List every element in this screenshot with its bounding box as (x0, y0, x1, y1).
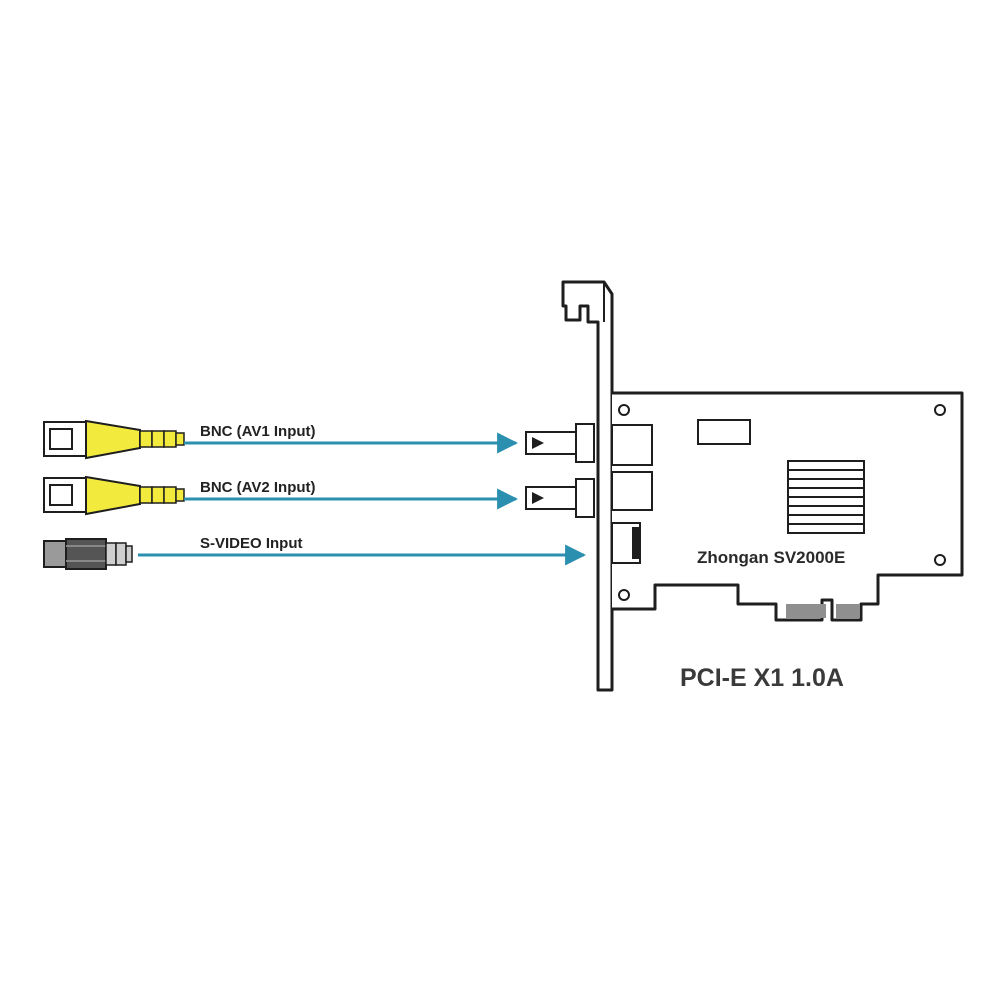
bnc-ring (163, 430, 177, 448)
svideo-plug-cap (43, 540, 67, 568)
mounting-hole (618, 589, 630, 601)
bnc-ring (151, 430, 165, 448)
bnc-av1-label: BNC (AV1 Input) (200, 423, 316, 440)
svideo-cable-end (125, 545, 133, 563)
svideo-label: S-VIDEO Input (200, 535, 303, 552)
svideo-ring (105, 542, 117, 566)
svideo-cable (43, 538, 133, 570)
pcie-contacts-left (786, 604, 826, 618)
mounting-hole (618, 404, 630, 416)
bnc-av1-cable (43, 419, 185, 460)
bnc-jack-1 (525, 423, 595, 463)
bnc-jack-2 (525, 478, 595, 518)
mounting-hole (934, 404, 946, 416)
mounting-hole (934, 554, 946, 566)
svideo-ring (115, 542, 127, 566)
bnc-av2-cable (43, 475, 185, 516)
bnc-yellow-sleeve (85, 419, 141, 460)
svideo-plug-body (65, 538, 107, 570)
bnc-av2-label: BNC (AV2 Input) (200, 479, 316, 496)
bnc-ring (151, 486, 165, 504)
bnc-cable-end (175, 432, 185, 446)
bnc-ring (139, 486, 153, 504)
bus-type-label: PCI-E X1 1.0A (680, 664, 844, 692)
bnc-jack-housing-2 (611, 471, 653, 511)
pci-bracket (561, 280, 614, 692)
svideo-jack-dark (632, 527, 640, 559)
bnc-plug-tip (49, 428, 73, 450)
bnc-plug-tip (49, 484, 73, 506)
small-chip (697, 419, 751, 445)
board-model-label: Zhongan SV2000E (697, 548, 845, 567)
bnc-cable-end (175, 488, 185, 502)
main-chip-stripes (788, 469, 864, 525)
bnc-ring (163, 486, 177, 504)
bnc-yellow-sleeve (85, 475, 141, 516)
bnc-jack-housing-1 (611, 424, 653, 466)
bnc-ring (139, 430, 153, 448)
pcie-contacts-right (836, 604, 860, 618)
